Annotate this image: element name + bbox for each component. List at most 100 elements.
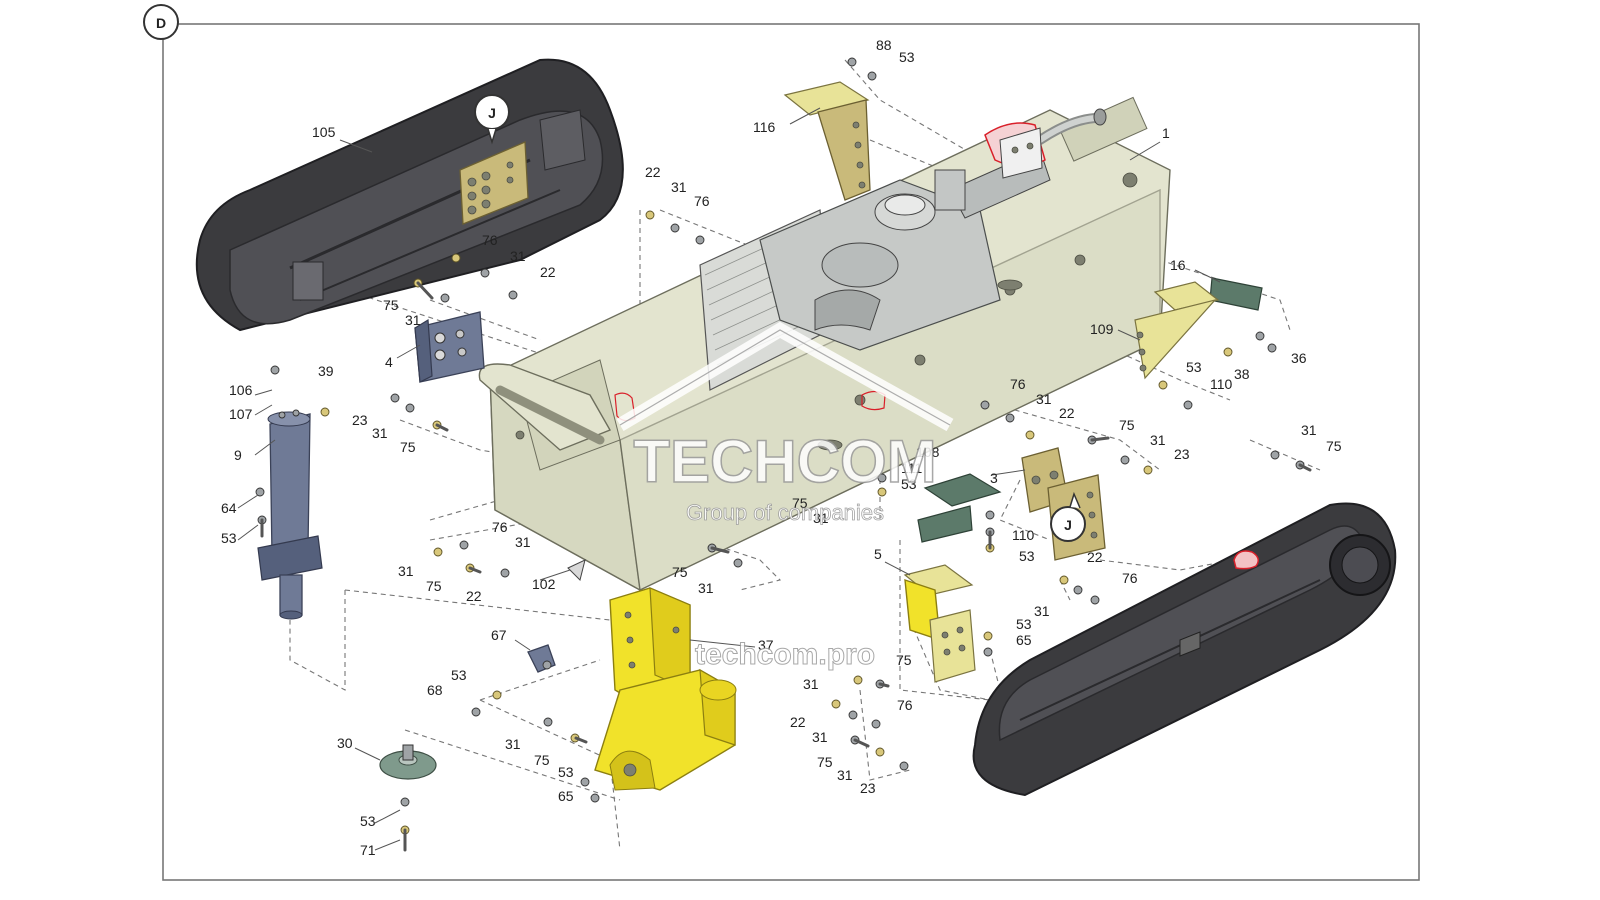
callout-53: 53 — [558, 764, 574, 780]
callout-76: 76 — [897, 697, 913, 713]
callout-23: 23 — [1174, 446, 1190, 462]
callout-53: 53 — [451, 667, 467, 683]
fastener — [1059, 575, 1069, 585]
leader-line — [254, 404, 273, 416]
callout-75: 75 — [896, 652, 912, 668]
callout-31: 31 — [1150, 432, 1166, 448]
leader-line — [374, 809, 401, 824]
callout-31: 31 — [837, 767, 853, 783]
cylinder-9 — [257, 409, 323, 620]
callout-53: 53 — [360, 813, 376, 829]
detail-marker-j-top: J — [474, 94, 510, 145]
callout-31: 31 — [398, 563, 414, 579]
part-102 — [567, 559, 586, 581]
fastener — [1223, 347, 1233, 357]
watermark-brand: TECHCOM — [633, 428, 936, 495]
leader-line — [339, 139, 373, 153]
fastener — [695, 235, 705, 245]
fastener — [1073, 585, 1083, 595]
callout-76: 76 — [492, 519, 508, 535]
callout-102: 102 — [532, 576, 556, 592]
callout-22: 22 — [790, 714, 806, 730]
callout-75: 75 — [1326, 438, 1342, 454]
callout-31: 31 — [1036, 391, 1052, 407]
callout-76: 76 — [1010, 376, 1026, 392]
callout-105: 105 — [312, 124, 336, 140]
leader-line — [374, 839, 401, 851]
fastener — [390, 393, 400, 403]
bracket-1-highlight — [984, 122, 1046, 179]
fastener — [270, 365, 280, 375]
fastener-group — [255, 57, 1312, 852]
callout-71: 71 — [360, 842, 376, 858]
pad-30 — [379, 744, 437, 780]
leader-line — [354, 747, 381, 761]
callout-4: 4 — [385, 354, 393, 370]
fastener — [492, 690, 502, 700]
leader-line — [884, 561, 911, 576]
fastener — [590, 793, 600, 803]
fastener — [580, 777, 590, 787]
fastener — [831, 699, 841, 709]
bolt-shank — [853, 738, 870, 748]
leader-line — [689, 639, 756, 648]
callout-107: 107 — [229, 406, 253, 422]
fastener — [440, 293, 450, 303]
fastener — [848, 710, 858, 720]
fastener — [733, 558, 743, 568]
watermark-tagline: Group of companies — [686, 500, 884, 525]
fastener — [670, 223, 680, 233]
callout-31: 31 — [510, 248, 526, 264]
fastener — [899, 761, 909, 771]
fastener — [983, 631, 993, 641]
bolt-shank — [878, 682, 890, 688]
callout-31: 31 — [515, 534, 531, 550]
bracket-5 — [903, 564, 976, 683]
callout-53: 53 — [1016, 616, 1032, 632]
callout-76: 76 — [1122, 570, 1138, 586]
leader-line — [539, 569, 571, 581]
bracket-4 — [414, 311, 485, 383]
fastener — [543, 717, 553, 727]
bracket-109 — [1134, 281, 1220, 380]
callout-31: 31 — [1301, 422, 1317, 438]
bracket-37 — [594, 587, 737, 791]
callout-31: 31 — [671, 179, 687, 195]
track-right-highlight — [1233, 550, 1259, 570]
fastener — [500, 568, 510, 578]
callout-1: 1 — [1162, 125, 1170, 141]
watermark: TECHCOM Group of companies techcom.pro — [616, 321, 954, 672]
callout-22: 22 — [645, 164, 661, 180]
fastener — [980, 400, 990, 410]
sheet-border — [162, 23, 1420, 881]
leader-line — [991, 469, 1026, 476]
callout-67: 67 — [491, 627, 507, 643]
fastener — [867, 71, 877, 81]
callout-64: 64 — [221, 500, 237, 516]
callout-3: 3 — [990, 470, 998, 486]
callout-65: 65 — [558, 788, 574, 804]
callout-36: 36 — [1291, 350, 1307, 366]
callout-76: 76 — [694, 193, 710, 209]
callout-68: 68 — [427, 682, 443, 698]
callout-31: 31 — [405, 312, 421, 328]
callout-38: 38 — [1234, 366, 1250, 382]
fastener — [433, 547, 443, 557]
bolt-shank — [1090, 436, 1110, 442]
leader-line — [1129, 141, 1161, 161]
callout-5: 5 — [874, 546, 882, 562]
fastener — [1143, 465, 1153, 475]
callout-75: 75 — [792, 495, 808, 511]
leader-lines — [237, 107, 1221, 851]
callout-53: 53 — [1186, 359, 1202, 375]
callout-22: 22 — [466, 588, 482, 604]
fastener — [871, 719, 881, 729]
exhaust-pipe — [1035, 108, 1107, 145]
callout-31: 31 — [505, 736, 521, 752]
fastener — [508, 290, 518, 300]
bolt-shank — [435, 423, 449, 432]
leader-line — [254, 389, 273, 396]
fastener — [1183, 400, 1193, 410]
callout-23: 23 — [860, 780, 876, 796]
fastener — [847, 57, 857, 67]
